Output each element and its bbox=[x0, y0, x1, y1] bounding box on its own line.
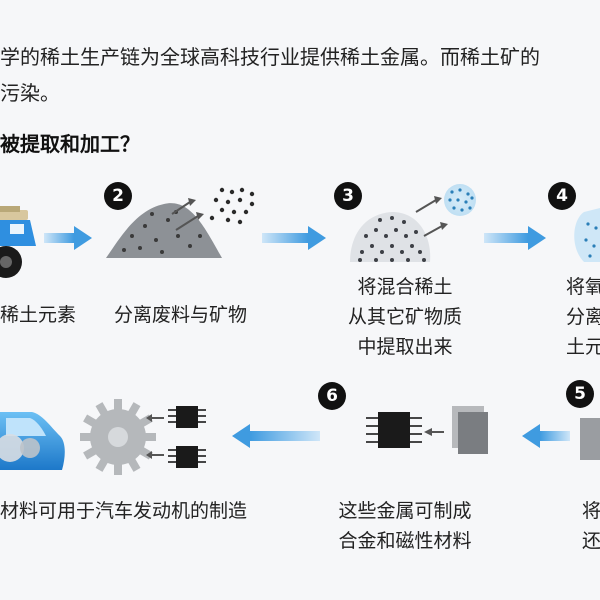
step-badge-3: 3 bbox=[334, 182, 362, 210]
step-badge-5: 5 bbox=[566, 380, 594, 408]
caption-step-4-line-1: 将氧 bbox=[566, 276, 600, 298]
car-icon bbox=[0, 412, 65, 470]
ore-pile-icon bbox=[106, 187, 255, 258]
arrow-right-icon bbox=[484, 226, 546, 250]
caption-step-4-line-3: 土元 bbox=[566, 336, 600, 358]
gear-icon bbox=[80, 399, 156, 475]
intro-line-1: 学的稀土生产链为全球高科技行业提供稀土金属。而稀土矿的 bbox=[0, 45, 540, 69]
intro-line-2: 污染。 bbox=[0, 81, 60, 105]
caption-step-6-line-1: 这些金属可制成 bbox=[338, 500, 472, 522]
caption-step-3-line-3: 中提取出来 bbox=[357, 336, 453, 358]
arrow-left-icon bbox=[232, 424, 320, 448]
caption-step-3-line-2: 从其它矿物质 bbox=[347, 306, 462, 328]
arrow-left-icon bbox=[522, 424, 570, 448]
step-badge-4: 4 bbox=[548, 182, 576, 210]
caption-step-5-line-1: 将 bbox=[582, 500, 600, 522]
alloy-chip-icon bbox=[366, 406, 488, 454]
step-badge-6: 6 bbox=[318, 382, 346, 410]
magnet-chip-icon bbox=[176, 406, 198, 468]
arrow-left-icon bbox=[146, 414, 164, 459]
caption-step-4-line-2: 分离 bbox=[566, 306, 600, 328]
arrow-right-icon bbox=[262, 226, 326, 250]
caption-step-5-line-2: 还 bbox=[582, 530, 600, 552]
mixed-rare-earth-icon bbox=[350, 184, 476, 262]
caption-step-1: 稀土元素 bbox=[0, 304, 77, 326]
caption-step-3-line-1: 将混合稀土 bbox=[357, 276, 453, 298]
caption-step-7: 材料可用于汽车发动机的制造 bbox=[0, 500, 248, 522]
step-badge-2: 2 bbox=[104, 182, 132, 210]
arrow-right-icon bbox=[44, 226, 92, 250]
caption-step-6-line-2: 合金和磁性材料 bbox=[338, 530, 472, 552]
oxide-cloud-icon bbox=[574, 208, 600, 262]
metal-block-icon bbox=[580, 418, 600, 460]
section-question: 被提取和加工？ bbox=[0, 132, 140, 156]
mining-truck-icon bbox=[0, 206, 36, 278]
caption-step-2: 分离废料与矿物 bbox=[114, 304, 248, 326]
